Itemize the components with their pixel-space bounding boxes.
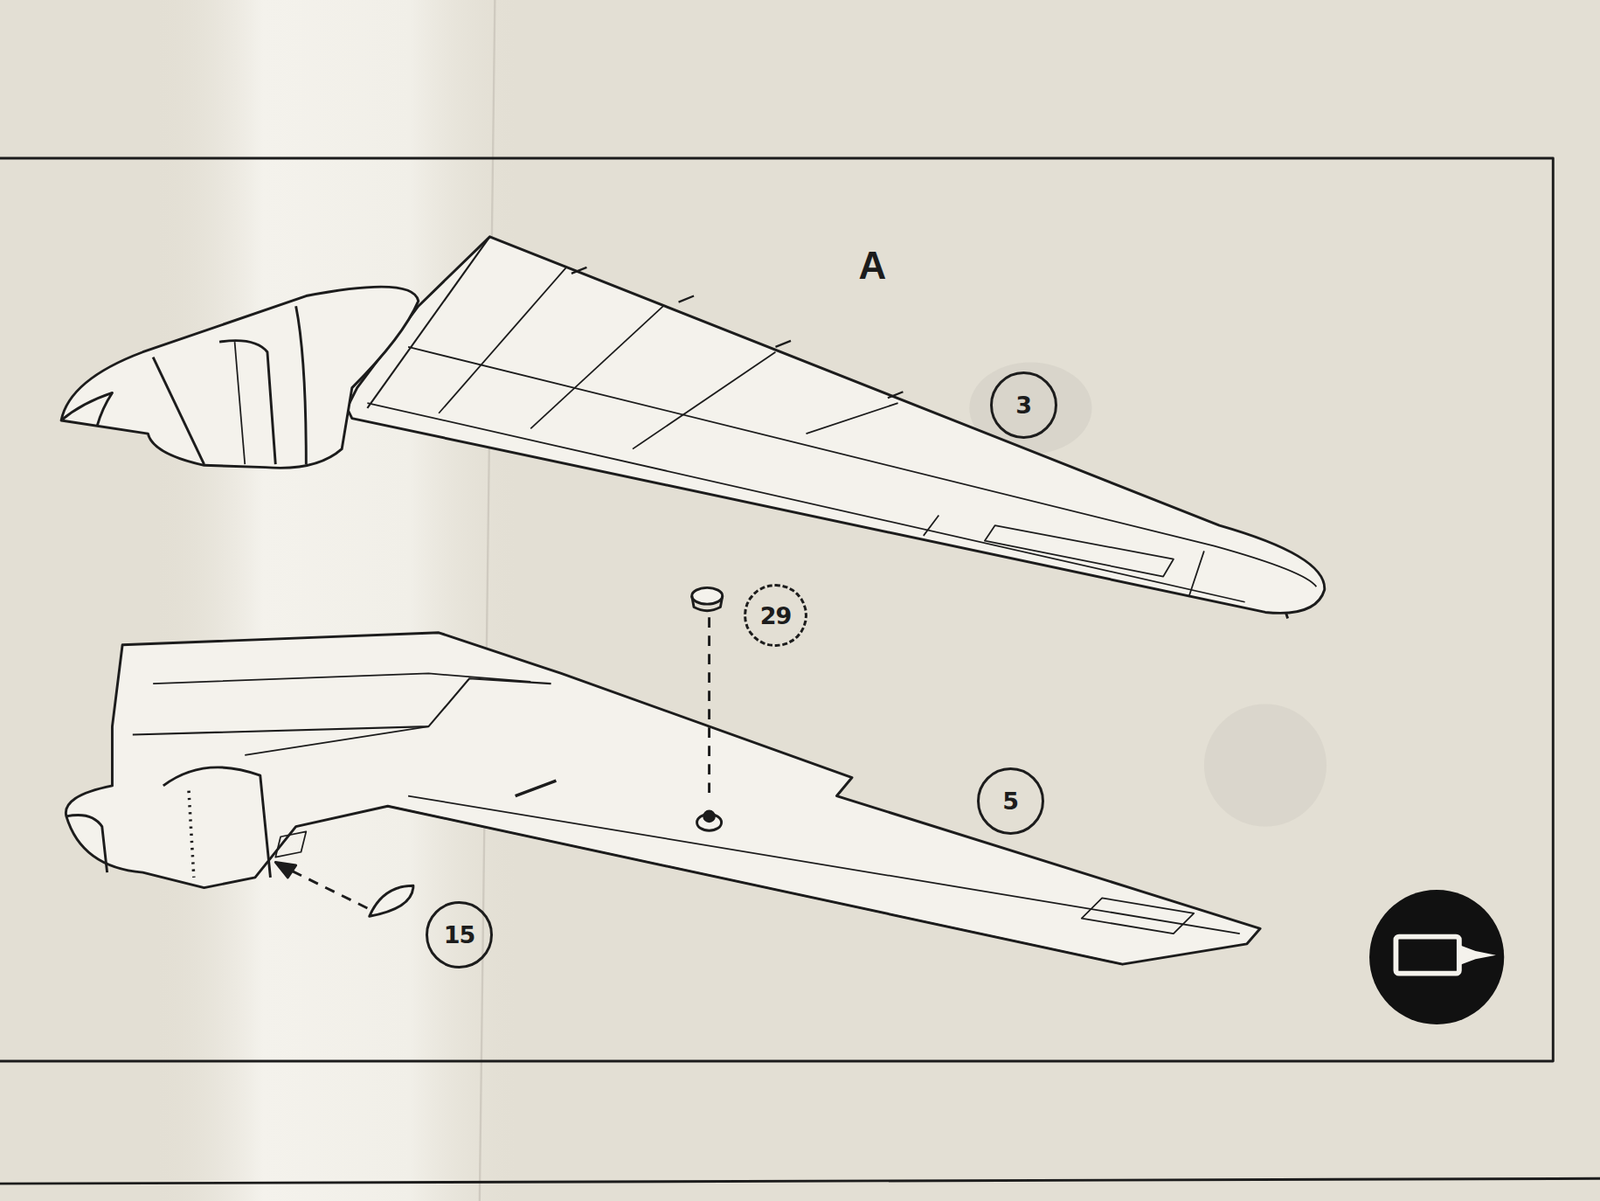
glue-symbol [1369,889,1504,1025]
callout-circle: 3 [990,371,1058,439]
callout-number: 15 [443,921,476,949]
paper-fold [152,0,520,1201]
callout-number: 3 [1015,391,1032,419]
stain [1204,703,1327,826]
callout-circle: 15 [425,900,493,969]
callout-number: 5 [1002,787,1019,815]
callout-number: 29 [760,602,792,630]
lower-wing [65,632,1261,964]
step-letter: A [858,243,887,288]
crease [479,0,496,1201]
panel-frame [0,158,1553,1061]
upper-wing [61,236,1325,619]
callout-circle: 29 [743,583,807,647]
panel-frame [0,1177,1600,1184]
part-29-leader [692,587,723,831]
callout-circle: 5 [976,767,1045,835]
part-15-leader [275,861,414,916]
